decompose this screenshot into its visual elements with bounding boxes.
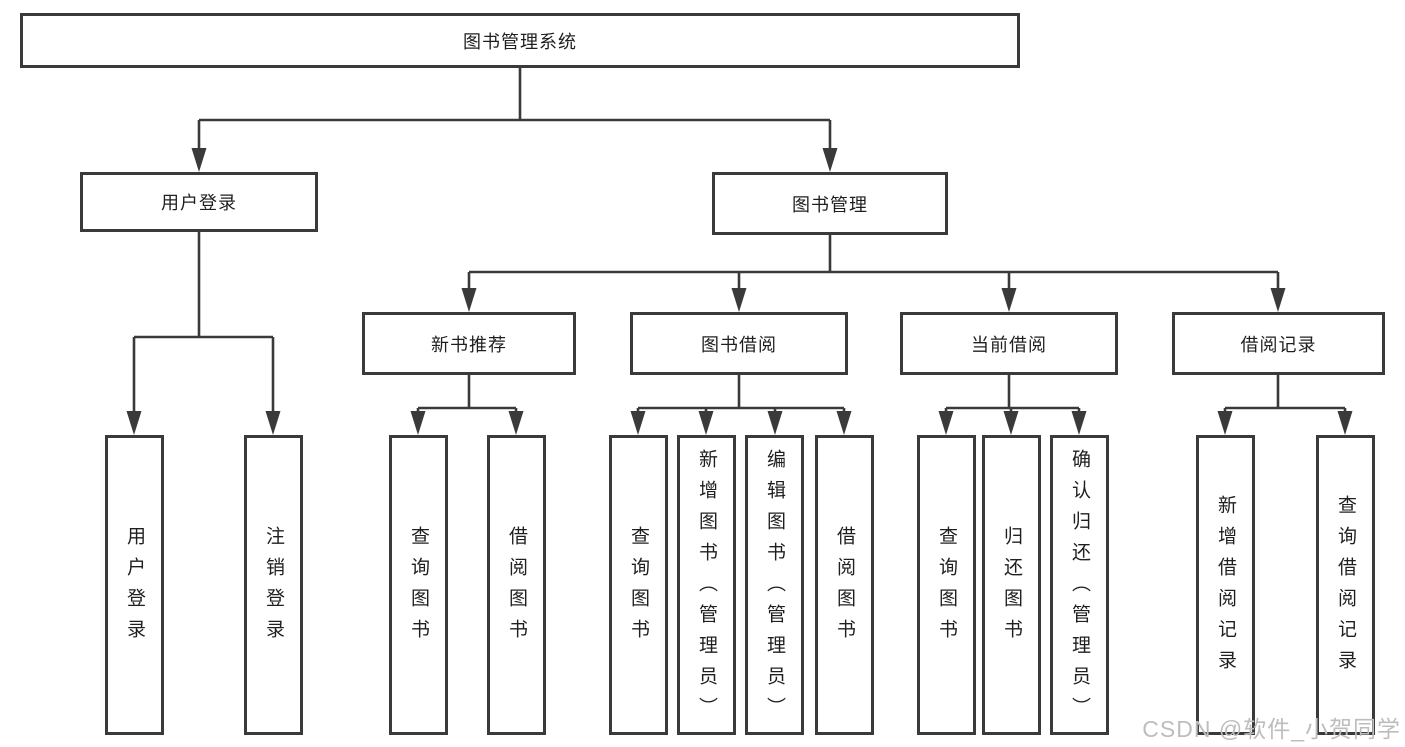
leaf-borrow-query-book: 查询图书 bbox=[609, 435, 668, 735]
node-book-borrowing: 图书借阅 bbox=[630, 312, 848, 375]
leaf-rec-query-book: 查询图书 bbox=[389, 435, 448, 735]
node-borrowing-records: 借阅记录 bbox=[1172, 312, 1385, 375]
leaf-current-return-book: 归还图书 bbox=[982, 435, 1041, 735]
leaf-query-borrow-record: 查询借阅记录 bbox=[1316, 435, 1375, 735]
csdn-watermark: CSDN @软件_小贺同学 bbox=[1142, 716, 1401, 742]
node-book-management: 图书管理 bbox=[712, 172, 948, 235]
leaf-current-confirm-return-admin: 确认归还（管理员） bbox=[1050, 435, 1109, 735]
leaf-borrow-edit-book-admin: 编辑图书（管理员） bbox=[745, 435, 804, 735]
node-new-book-recommendation: 新书推荐 bbox=[362, 312, 576, 375]
leaf-borrow-add-book-admin: 新增图书（管理员） bbox=[677, 435, 736, 735]
leaf-borrow-borrow-book: 借阅图书 bbox=[815, 435, 874, 735]
leaf-add-borrow-record: 新增借阅记录 bbox=[1196, 435, 1255, 735]
node-current-borrowing: 当前借阅 bbox=[900, 312, 1118, 375]
leaf-current-query-book: 查询图书 bbox=[917, 435, 976, 735]
leaf-user-login: 用户登录 bbox=[105, 435, 164, 735]
node-library-management-system: 图书管理系统 bbox=[20, 13, 1020, 68]
leaf-logout: 注销登录 bbox=[244, 435, 303, 735]
leaf-rec-borrow-book: 借阅图书 bbox=[487, 435, 546, 735]
node-user-login: 用户登录 bbox=[80, 172, 318, 232]
arrowheads bbox=[126, 148, 1353, 435]
